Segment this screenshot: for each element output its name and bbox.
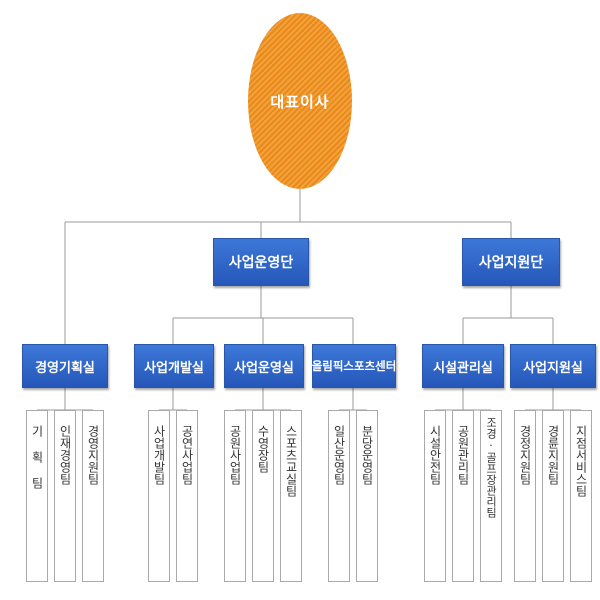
team-box: 조경·골프장관리팀 xyxy=(480,410,502,582)
team-box: 공원사업팀 xyxy=(224,410,246,582)
team-box: 스포츠교실팀 xyxy=(280,410,302,582)
dept-business-support: 사업지원실 xyxy=(510,344,596,388)
team-box: 공원관리팀 xyxy=(452,410,474,582)
team-box: 경정지원팀 xyxy=(514,410,536,582)
dept-management-planning: 경영기획실 xyxy=(22,344,108,388)
team-box: 경륜지원팀 xyxy=(542,410,564,582)
team-label: 스포츠교실팀 xyxy=(284,425,298,497)
team-label: 시설안전팀 xyxy=(428,425,442,485)
dept-olympic-sports-center: 올림픽스포츠센터 xyxy=(312,344,396,388)
team-box: 분당운영팀 xyxy=(356,410,378,582)
team-label: 공연사업팀 xyxy=(180,425,194,485)
team-label: 인재경영팀 xyxy=(58,425,72,485)
division-business-operations: 사업운영단 xyxy=(213,238,309,286)
team-label: 분당운영팀 xyxy=(360,425,374,485)
team-label: 공원사업팀 xyxy=(228,425,242,485)
team-box: 시설안전팀 xyxy=(424,410,446,582)
team-label: 일산운영팀 xyxy=(332,425,346,485)
team-box: 일산운영팀 xyxy=(328,410,350,582)
team-label: 공원관리팀 xyxy=(456,425,470,485)
team-label: 기 획 팀 xyxy=(30,425,44,489)
team-box: 기 획 팀 xyxy=(26,410,48,582)
team-box: 지점서비스팀 xyxy=(570,410,592,582)
dept-facility-management: 시설관리실 xyxy=(422,344,504,388)
dept-business-development: 사업개발실 xyxy=(134,344,214,388)
team-label: 조경·골프장관리팀 xyxy=(484,417,498,518)
team-box: 수영장팀 xyxy=(252,410,274,582)
team-label: 사업개발팀 xyxy=(152,425,166,485)
team-label: 경륜지원팀 xyxy=(546,425,560,485)
ceo-node: 대표이사 xyxy=(248,13,352,189)
team-box: 공연사업팀 xyxy=(176,410,198,582)
ceo-label: 대표이사 xyxy=(270,92,330,111)
team-box: 사업개발팀 xyxy=(148,410,170,582)
team-label: 경영지원팀 xyxy=(86,425,100,485)
team-label: 수영장팀 xyxy=(256,425,270,473)
team-box: 경영지원팀 xyxy=(82,410,104,582)
team-label: 경정지원팀 xyxy=(518,425,532,485)
team-label: 지점서비스팀 xyxy=(574,425,588,497)
division-business-support: 사업지원단 xyxy=(462,238,560,286)
dept-business-operations: 사업운영실 xyxy=(224,344,304,388)
team-box: 인재경영팀 xyxy=(54,410,76,582)
